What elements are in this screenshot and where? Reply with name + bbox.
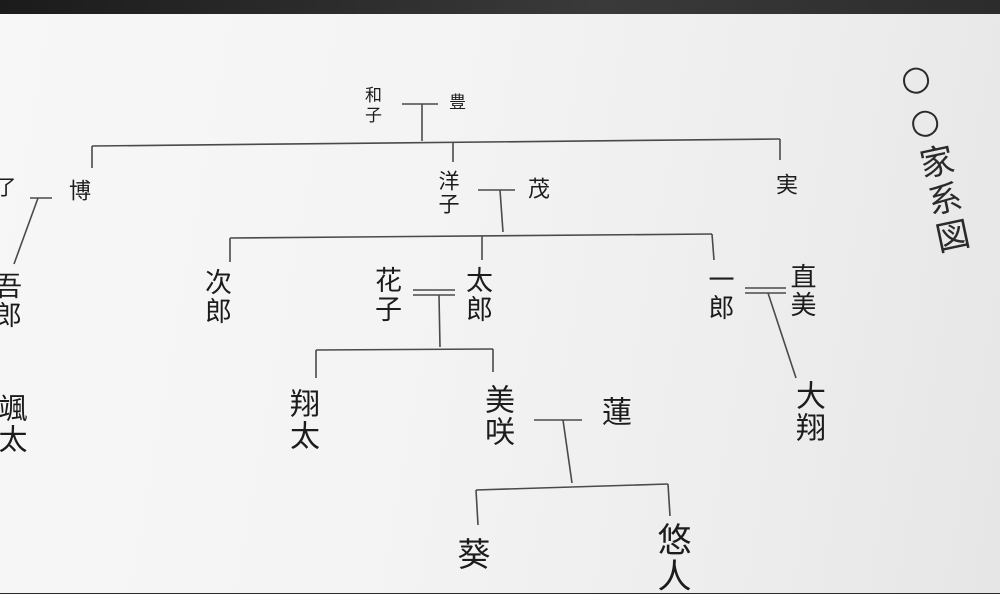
person-naomi: 直美 (786, 263, 816, 319)
person-aoi: 葵 (452, 537, 491, 574)
descent-line-taro (438, 294, 441, 348)
drop-aoi (475, 489, 479, 526)
sibling-bar-gen5 (475, 483, 669, 491)
person-jiro: 次郎 (200, 268, 231, 326)
person-ren: 蓮 (596, 396, 631, 430)
person-misaki: 美咲 (479, 384, 514, 448)
person-yuto: 悠人 (651, 522, 691, 594)
person-shigeru: 茂 (524, 177, 549, 203)
drop-yuto (667, 483, 671, 517)
descent-line-shigeru (499, 189, 504, 233)
person-daisho: 大翔 (790, 380, 825, 444)
person-ichiro: 一郎 (704, 266, 734, 322)
person-sota: 颯太 (0, 393, 28, 455)
person-minoru: 実 (772, 173, 797, 199)
person-hanako: 花子 (370, 266, 401, 324)
descent-line-ren (562, 419, 573, 484)
sibling-bar-gen3 (229, 233, 713, 239)
person-hiroshi-wife: 了 (0, 176, 17, 201)
paper-sheet (0, 14, 1000, 593)
person-kazuko: 和子 (361, 86, 381, 126)
descent-line-naomi (767, 292, 797, 379)
person-taro: 太郎 (461, 266, 492, 324)
person-hiroshi: 博 (65, 179, 90, 205)
drop-ichiro (711, 233, 715, 261)
person-shota: 翔太 (284, 388, 319, 452)
person-goro: 吾郎 (0, 272, 21, 330)
person-yutaka: 豊 (445, 93, 465, 114)
person-yoko: 洋子 (436, 170, 460, 216)
sibling-bar-gen4 (315, 348, 494, 351)
descent-line-hiroshi (13, 197, 39, 265)
sibling-bar-gen2 (91, 138, 781, 147)
